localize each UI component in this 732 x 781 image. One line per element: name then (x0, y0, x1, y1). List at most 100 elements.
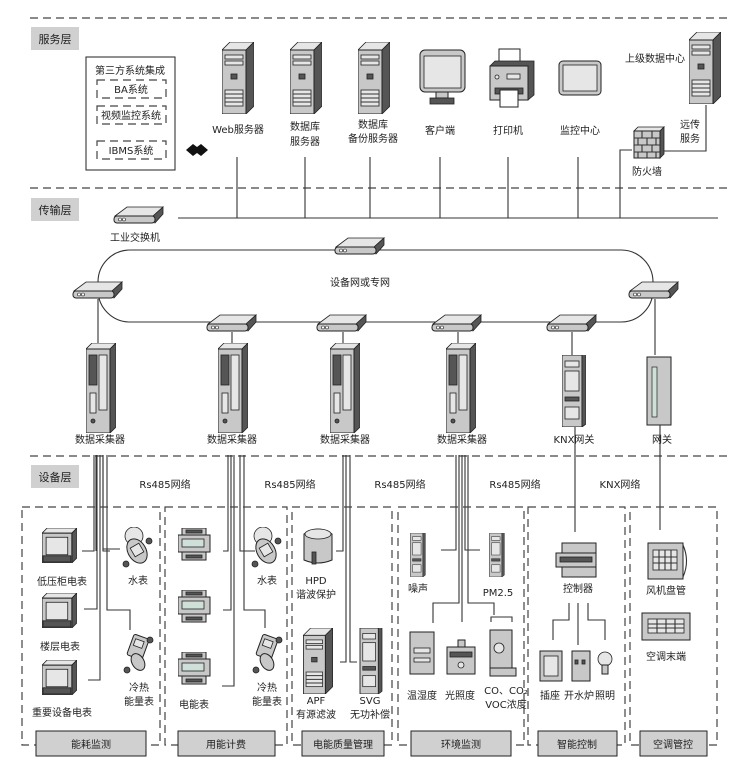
device-label: 能量表 (252, 695, 282, 708)
device-label: 照明 (595, 690, 615, 702)
device-label: 水表 (257, 574, 277, 587)
svg-compensator-icon (359, 628, 383, 694)
device-label: 开水炉 (564, 690, 594, 702)
device-label: 冷热 (129, 681, 149, 694)
network-label: Rs485网络 (489, 478, 540, 491)
svg-text:用能计费: 用能计费 (206, 738, 246, 751)
industrial-switch-label: 工业交换机 (110, 231, 160, 244)
meter-cabinet-icon (42, 660, 77, 695)
network-label: Rs485网络 (374, 478, 425, 491)
svg-text:BA系统: BA系统 (114, 83, 148, 96)
svg-text:电能质量管理: 电能质量管理 (313, 738, 373, 751)
backup-server-label: 数据库 (358, 118, 388, 131)
energy-meter-icon (178, 528, 211, 561)
svg-text:传输层: 传输层 (39, 203, 72, 217)
knx-gateway-icon (562, 355, 586, 427)
device-label: VOC浓度 (485, 698, 527, 711)
device-label: 谐波保护 (296, 588, 336, 601)
bidirectional-arrow-icon (186, 144, 208, 156)
layer-label-transport: 传输层 (31, 198, 79, 221)
device-label: SVG (360, 696, 381, 707)
svg-text:空调管控: 空调管控 (653, 738, 693, 751)
collector-label: 数据采集器 (207, 433, 257, 446)
gateway-label: 网关 (652, 433, 672, 446)
service-bus-lines (178, 105, 718, 219)
harmonic-protector-icon (303, 528, 333, 565)
socket-icon (539, 650, 563, 682)
device-label: 光照度 (445, 689, 475, 702)
client-monitor-icon (419, 49, 466, 105)
device-label: 风机盘管 (646, 584, 686, 597)
meter-cabinet-icon (42, 528, 77, 563)
apf-cabinet-icon (303, 628, 333, 694)
layer-label-service: 服务层 (31, 27, 79, 50)
device-label: APF (307, 696, 326, 707)
device-wiring (82, 425, 661, 687)
device-label: 插座 (540, 689, 560, 702)
firewall-icon (633, 126, 665, 159)
device-label: 低压柜电表 (37, 575, 87, 588)
svg-text:第三方系统集成: 第三方系统集成 (95, 64, 165, 77)
ac-terminal-icon (641, 612, 691, 641)
knx-gateway-label: KNX网关 (554, 433, 595, 446)
group-label-energy-monitoring: 能耗监测 (35, 730, 147, 757)
group-label-environment-monitoring: 环境监测 (410, 730, 512, 757)
ring-switch-icon (546, 314, 597, 332)
network-label: KNX网络 (600, 478, 641, 491)
light-sensor-icon (446, 639, 476, 675)
printer-icon (489, 48, 535, 108)
controller-icon (555, 542, 597, 578)
svg-text:服务层: 服务层 (39, 33, 72, 46)
pm25-sensor-icon (489, 533, 505, 577)
svg-text:设备层: 设备层 (39, 470, 72, 484)
network-label: Rs485网络 (139, 478, 190, 491)
svg-text:视频监控系统: 视频监控系统 (101, 109, 161, 122)
energy-meter-icon (178, 652, 211, 685)
heat-meter-icon (252, 633, 283, 674)
svg-text:智能控制: 智能控制 (557, 738, 597, 751)
group-label-hvac-control: 空调管控 (639, 730, 708, 757)
device-label: HPD (305, 576, 327, 587)
backup-server-icon (358, 42, 390, 114)
ring-switch-icon (431, 314, 482, 332)
device-label: 空调末端 (646, 650, 686, 663)
device-label: 冷热 (257, 681, 277, 694)
meter-cabinet-icon (42, 593, 77, 628)
svg-text:环境监测: 环境监测 (441, 738, 481, 751)
device-label: 楼层电表 (40, 640, 80, 653)
database-server-icon (290, 42, 322, 114)
water-meter-icon (122, 527, 153, 568)
third-party-integration-box: 第三方系统集成 BA系统 视频监控系统 IBMS系统 (85, 56, 176, 171)
monitoring-center-label: 监控中心 (560, 124, 600, 137)
svg-text:能耗监测: 能耗监测 (71, 738, 111, 751)
firewall-label: 防火墙 (632, 165, 662, 178)
device-label: 温湿度 (407, 689, 437, 702)
device-label: 噪声 (408, 582, 428, 595)
backup-server-label: 备份服务器 (348, 132, 398, 145)
device-label: 电能表 (179, 698, 209, 711)
data-collector-icon (86, 343, 116, 433)
ring-switch-icon (316, 314, 367, 332)
device-label: 控制器 (563, 582, 593, 595)
gateway-icon (646, 356, 672, 426)
printer-label: 打印机 (493, 124, 523, 137)
group-label-smart-control: 智能控制 (537, 730, 618, 757)
db-server-label: 服务器 (290, 135, 320, 148)
switch-to-collector-lines (97, 299, 656, 355)
industrial-switch-icon (113, 206, 164, 224)
group-label-energy-billing: 用能计费 (177, 730, 276, 757)
ring-network-label: 设备网或专网 (330, 276, 390, 289)
light-bulb-icon (597, 651, 613, 675)
remote-service-label: 远传 (680, 119, 700, 131)
client-label: 客户端 (425, 124, 455, 137)
ring-switch-icon (206, 314, 257, 332)
gas-sensor-icon (489, 616, 517, 677)
noise-sensor-icon (410, 533, 426, 577)
data-collector-icon (218, 343, 248, 433)
ring-switch-icon (334, 237, 385, 255)
network-label: Rs485网络 (264, 478, 315, 491)
device-label: 重要设备电表 (32, 706, 92, 719)
energy-meter-icon (178, 590, 211, 623)
web-server-icon (222, 42, 254, 114)
